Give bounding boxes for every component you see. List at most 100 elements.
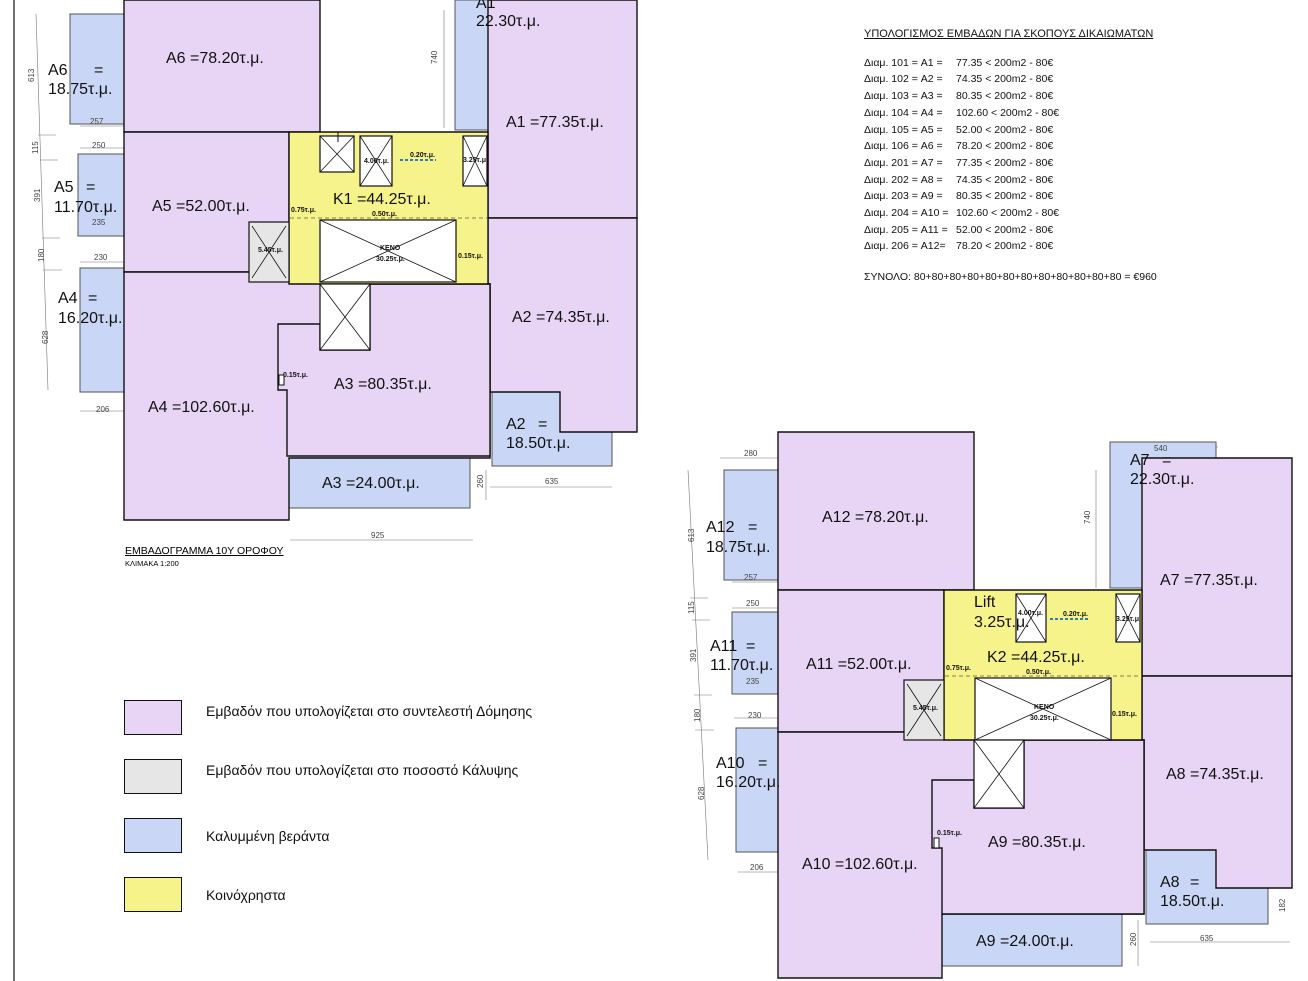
plan2-label-a12: A12 =78.20τ.μ.	[822, 509, 929, 526]
svg-text:257: 257	[744, 573, 758, 582]
plan1-label-a2: A2 =74.35τ.μ.	[512, 309, 610, 326]
svg-text:3.25τ.μ.: 3.25τ.μ.	[1116, 616, 1141, 623]
plan1-label-a2v-2: 18.50τ.μ.	[506, 435, 570, 452]
legend-item: Καλυμμένη βεράντα	[124, 818, 524, 858]
svg-text:0.75τ.μ.: 0.75τ.μ.	[946, 665, 971, 672]
legend-swatch-purple	[124, 700, 182, 735]
svg-text:0.75τ.μ.: 0.75τ.μ.	[291, 207, 316, 214]
plan2-label-k2: K2 =44.25τ.μ.	[987, 649, 1085, 666]
plan2-label-a10: A10 =102.60τ.μ.	[802, 856, 918, 873]
plan-scale: ΚΛΙΜΑΚΑ 1:200	[125, 559, 179, 568]
calc-row: Διαμ. 101 = A1 =77.35 < 200m2 - 80€	[864, 56, 1054, 69]
plan-2: A12 = 18.75τ.μ. A12 =78.20τ.μ. A7 = 22.3…	[687, 431, 1293, 979]
svg-text:740: 740	[1083, 510, 1092, 524]
plan1-veranda-a6	[69, 13, 125, 125]
plan1-label-void-area: 30.25τ.μ.	[376, 256, 405, 263]
svg-text:=: =	[748, 519, 757, 536]
plan2-label-a8v-1: A8	[1160, 874, 1180, 891]
plan1-label-a2v-1: A2	[506, 416, 526, 433]
svg-text:613: 613	[27, 68, 36, 82]
plan2-label-a12v-2: 18.75τ.μ.	[706, 539, 770, 556]
svg-text:=: =	[86, 179, 95, 196]
plan-title: ΕΜΒΑΔΟΓΡΑΜΜΑ 10Υ ΟΡΟΦΟΥ	[125, 545, 284, 557]
svg-text:235: 235	[746, 677, 760, 686]
svg-text:250: 250	[92, 141, 106, 150]
plan2-label-a10v-2: 16.20τ.μ.	[716, 774, 780, 791]
plan2-label-a11: A11 =52.00τ.μ.	[806, 656, 912, 673]
plan1-label-a6v-1: A6	[48, 62, 68, 79]
svg-text:115: 115	[31, 141, 40, 154]
plan1-apartment-a1	[487, 0, 638, 219]
svg-text:5.45τ.μ.: 5.45τ.μ.	[913, 705, 938, 712]
plan2-label-a9: A9 =80.35τ.μ.	[988, 834, 1086, 851]
calc-row: Διαμ. 206 = A12=78.20 < 200m2 - 80€	[864, 240, 1054, 253]
plan1-label-k1: K1 =44.25τ.μ.	[333, 191, 431, 208]
svg-text:=: =	[88, 290, 97, 307]
svg-text:391: 391	[689, 648, 698, 662]
plan1-label-a1v-1: A1	[476, 0, 496, 12]
plan2-label-a12v-1: A12	[706, 519, 735, 536]
calc-row: Διαμ. 102 = A2 =74.35 < 200m2 - 80€	[864, 73, 1054, 86]
svg-text:182: 182	[1278, 898, 1287, 912]
plan2-label-a9v: A9 =24.00τ.μ.	[976, 933, 1074, 950]
plan2-label-a7v-1: A7	[1130, 452, 1150, 469]
svg-text:=: =	[1162, 452, 1171, 469]
plan2-label-lift-1: Lift	[974, 594, 996, 611]
plan1-label-a5v-2: 11.70τ.μ.	[54, 199, 117, 216]
svg-text:0.15τ.μ.: 0.15τ.μ.	[458, 253, 483, 260]
svg-text:740: 740	[430, 50, 439, 64]
plan2-label-a11v-2: 11.70τ.μ.	[710, 657, 773, 674]
legend-item: Εμβαδόν που υπολογίζεται στο συντελεστή …	[124, 700, 532, 740]
plan1-label-a5: A5 =52.00τ.μ.	[152, 198, 250, 215]
svg-text:206: 206	[750, 863, 764, 872]
svg-text:180: 180	[37, 248, 46, 262]
svg-text:=: =	[94, 62, 103, 79]
plan1-label-a4v-2: 16.20τ.μ.	[58, 310, 122, 327]
calc-row: Διαμ. 204 = A10 =102.60 < 200m2 - 80€	[864, 207, 1060, 220]
svg-text:635: 635	[1200, 934, 1214, 943]
plan1-label-a3v: A3 =24.00τ.μ.	[322, 475, 420, 492]
calc-row: Διαμ. 106 = A6 =78.20 < 200m2 - 80€	[864, 140, 1054, 153]
plan-1: A6 = 18.75τ.μ. A6 =78.20τ.μ. A1 22.30τ.μ…	[27, 0, 638, 541]
plan1-label-a4: A4 =102.60τ.μ.	[148, 399, 255, 416]
svg-text:260: 260	[476, 474, 485, 488]
plan2-label-a8v-2: 18.50τ.μ.	[1160, 893, 1224, 910]
legend-swatch-grey	[124, 759, 182, 794]
legend-swatch-blue	[124, 818, 182, 853]
svg-text:613: 613	[687, 528, 696, 542]
plan1-label-a1: A1 =77.35τ.μ.	[506, 114, 604, 131]
plan2-label-void: ΚΕΝΟ	[1034, 704, 1055, 711]
svg-text:0.50τ.μ.: 0.50τ.μ.	[1026, 669, 1051, 676]
svg-text:0.15τ.μ.: 0.15τ.μ.	[1112, 711, 1137, 718]
svg-text:257: 257	[90, 117, 104, 126]
svg-text:280: 280	[744, 449, 758, 458]
svg-text:4.00τ.μ.: 4.00τ.μ.	[364, 158, 389, 165]
svg-text:0.15τ.μ.: 0.15τ.μ.	[937, 830, 962, 837]
area-calculation-table: ΥΠΟΛΟΓΙΣΜΟΣ ΕΜΒΑΔΩΝ ΓΙΑ ΣΚΟΠΟΥΣ ΔΙΚΑΙΩΜΑ…	[864, 26, 1157, 286]
calc-row: Διαμ. 201 = A7 =77.35 < 200m2 - 80€	[864, 156, 1054, 169]
svg-text:235: 235	[92, 218, 106, 227]
svg-text:540: 540	[1154, 444, 1168, 453]
svg-text:=: =	[538, 416, 547, 433]
svg-text:230: 230	[748, 711, 762, 720]
plan2-label-a11v-1: A11	[710, 638, 737, 655]
svg-text:391: 391	[33, 188, 42, 202]
plan1-dimension-lines	[35, 10, 612, 541]
svg-text:115: 115	[687, 601, 696, 614]
plan2-label-void-area: 30.25τ.μ.	[1030, 715, 1059, 722]
svg-text:628: 628	[697, 786, 706, 800]
plan1-label-a3: A3 =80.35τ.μ.	[334, 376, 432, 393]
svg-text:3.25τ.μ.: 3.25τ.μ.	[463, 157, 488, 164]
plan2-label-a8: A8 =74.35τ.μ.	[1166, 766, 1264, 783]
svg-text:0.20τ.μ.: 0.20τ.μ.	[410, 152, 435, 159]
calc-row: Διαμ. 202 = A8 =74.35 < 200m2 - 80€	[864, 173, 1054, 186]
calc-row: Διαμ. 104 = A4 =102.60 < 200m2 - 80€	[864, 106, 1060, 119]
svg-text:0.20τ.μ.: 0.20τ.μ.	[1063, 611, 1088, 618]
plan1-label-a6: A6 =78.20τ.μ.	[166, 50, 264, 67]
calc-row: Διαμ. 105 = A5 =52.00 < 200m2 - 80€	[864, 123, 1054, 136]
svg-text:180: 180	[693, 708, 702, 722]
svg-text:925: 925	[371, 531, 385, 540]
svg-text:=: =	[1190, 874, 1199, 891]
plan1-label-a1v-2: 22.30τ.μ.	[476, 13, 540, 30]
svg-text:628: 628	[41, 330, 50, 344]
